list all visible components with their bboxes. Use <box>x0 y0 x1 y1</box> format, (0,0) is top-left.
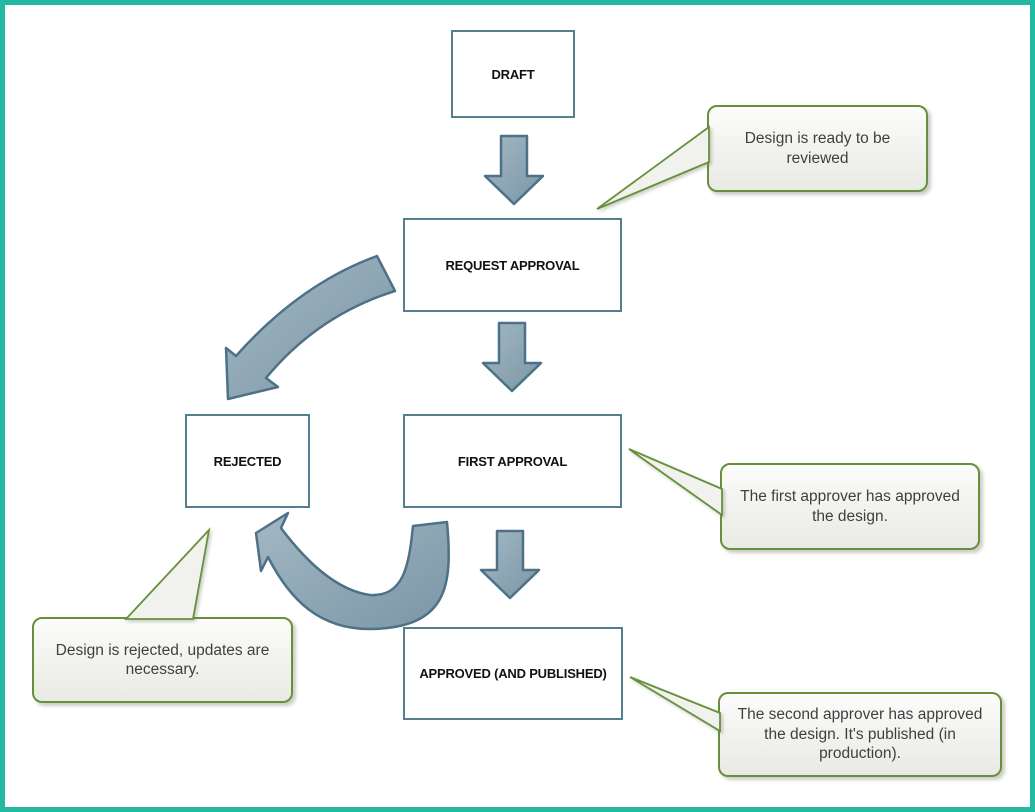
callout-ready-for-review-text: Design is ready to be reviewed <box>744 130 891 167</box>
callout-rejected-note: Design is rejected, updates are necessar… <box>32 617 293 703</box>
arrow-request-to-first <box>481 321 543 393</box>
node-first-approval: FIRST APPROVAL <box>403 414 622 508</box>
node-request-approval-label: REQUEST APPROVAL <box>445 257 580 273</box>
callout-ready-for-review: Design is ready to be reviewed <box>707 105 928 192</box>
callout-ready-tail <box>596 125 710 210</box>
node-approved-published-label: APPROVED (AND PUBLISHED) <box>419 666 607 681</box>
node-rejected: REJECTED <box>185 414 310 508</box>
arrow-first-to-rejected <box>254 511 450 631</box>
callout-second-approved: The second approver has approved the des… <box>718 692 1002 777</box>
node-rejected-label: REJECTED <box>213 453 282 469</box>
callout-first-approved-text: The first approver has approved the desi… <box>740 488 960 525</box>
arrow-first-to-approved <box>479 529 541 600</box>
callout-rejected-note-text: Design is rejected, updates are necessar… <box>55 641 270 678</box>
arrow-draft-to-request <box>483 134 545 206</box>
node-draft: DRAFT <box>451 30 575 118</box>
node-approved-published: APPROVED (AND PUBLISHED) <box>403 627 623 720</box>
node-draft-label: DRAFT <box>491 66 535 82</box>
callout-second-approved-text: The second approver has approved the des… <box>737 706 983 763</box>
callout-second-tail <box>629 676 721 733</box>
arrow-request-to-rejected <box>224 254 397 401</box>
node-first-approval-label: FIRST APPROVAL <box>457 453 568 469</box>
node-request-approval: REQUEST APPROVAL <box>403 218 622 312</box>
callout-rejected-tail <box>123 527 211 620</box>
callout-first-tail <box>628 448 723 517</box>
callout-first-approved: The first approver has approved the desi… <box>720 463 980 550</box>
